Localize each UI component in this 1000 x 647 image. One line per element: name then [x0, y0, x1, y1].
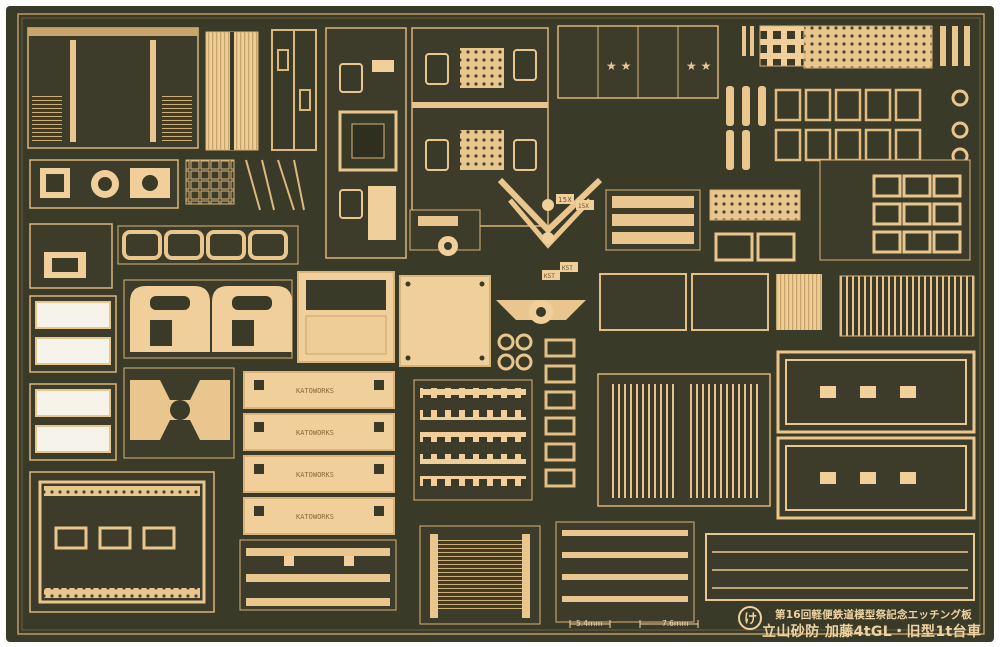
engraving-katoworks: KATOWORKS — [296, 513, 334, 521]
part-link-bars — [726, 86, 766, 170]
dimension-marks — [569, 620, 699, 628]
engraving-katoworks: KATOWORKS — [296, 429, 334, 437]
part-cab-roof-panel — [27, 27, 199, 149]
part-floor-plate — [399, 275, 491, 367]
part-bogie-bolster — [496, 300, 586, 324]
part-cab-window-wall-left — [29, 295, 117, 373]
part-side-rails — [239, 539, 397, 611]
part-thin-frames — [271, 29, 317, 151]
part-cab-wall-left — [29, 223, 113, 289]
part-underframe-bottom — [776, 436, 976, 520]
part-grille-block — [185, 159, 235, 205]
tag-label: 15X — [558, 196, 572, 204]
tag-label: K5T — [544, 273, 555, 280]
part-number-tags — [497, 177, 603, 280]
part-step-brackets — [544, 338, 576, 488]
part-clip-pairs — [599, 273, 769, 331]
part-hanging-clips — [742, 26, 970, 66]
part-window-frames-row — [117, 225, 299, 265]
svg-text:★ ★: ★ ★ — [606, 59, 631, 73]
part-cab-end-arched — [123, 279, 293, 359]
part-long-channels — [555, 521, 695, 623]
part-hinge-strips — [709, 189, 801, 221]
part-underframe-top — [776, 350, 976, 434]
sheet-frame-inner — [21, 17, 981, 631]
event-logo — [738, 606, 762, 630]
svg-text:★ ★: ★ ★ — [686, 59, 711, 73]
part-ring-cluster — [497, 333, 533, 371]
dimension-label-left: 5.4mm — [576, 619, 603, 628]
sheet-frame — [17, 13, 985, 635]
part-seat-frames — [819, 159, 971, 261]
part-axle-boxes — [605, 189, 701, 251]
event-logo-glyph: け — [744, 612, 757, 627]
part-cab-rear-panel — [297, 271, 395, 363]
etching-caption-title: 立山砂防 加藤4tGL・旧型1t台車 — [762, 624, 982, 640]
part-side-window-wall — [29, 383, 117, 461]
part-deck-plates — [597, 373, 771, 507]
part-thin-rods — [245, 159, 305, 211]
tag-label: 15X — [578, 203, 589, 210]
part-louvre-small — [776, 274, 975, 337]
part-ladder-rails — [419, 525, 541, 625]
etching-caption-event: 第16回軽便鉄道模型祭記念エッチング板 — [775, 609, 972, 621]
dimension-label-right: 7.6mm — [662, 619, 689, 628]
part-louvre-doors — [205, 31, 259, 151]
part-brake-shoe-grid — [413, 379, 533, 501]
part-chassis-frame — [29, 471, 215, 613]
part-perforated-plate — [759, 25, 933, 69]
tag-label: K5T — [562, 265, 573, 272]
part-coupler-plate — [409, 209, 481, 256]
part-bogie-frame-small — [123, 367, 235, 459]
part-cab-front-panel — [411, 27, 549, 227]
part-end-plates — [29, 159, 179, 209]
part-window-glazing-frames — [714, 232, 796, 262]
part-cab-side-windows — [325, 27, 407, 259]
part-side-sills — [705, 533, 975, 601]
part-star-panels: ★ ★ ★ ★ — [557, 25, 719, 99]
engraving-katoworks: KATOWORKS — [296, 387, 334, 395]
engraving-katoworks: KATOWORKS — [296, 471, 334, 479]
part-katoworks-frames — [243, 371, 395, 535]
